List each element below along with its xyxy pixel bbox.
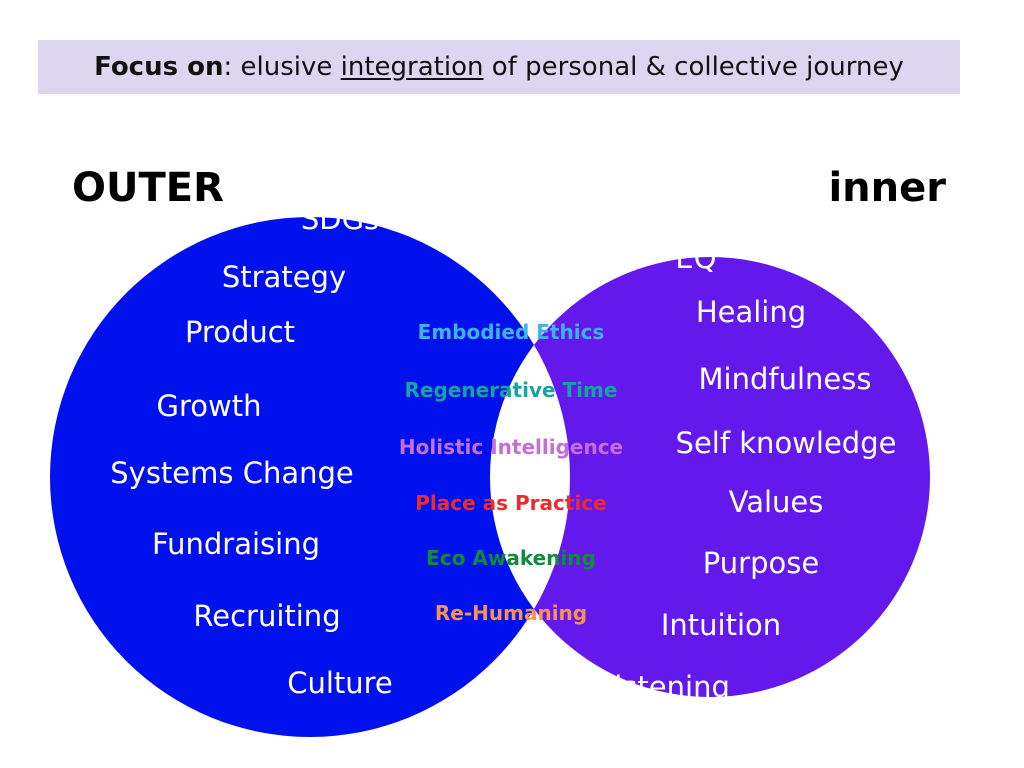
inner-item: Values	[729, 485, 824, 519]
inner-item: Intuition	[661, 608, 781, 642]
focus-banner: Focus on: elusive integration of persona…	[38, 40, 960, 94]
banner-colon: :	[223, 52, 233, 82]
inner-item: Healing	[696, 295, 806, 329]
outer-item: Fundraising	[152, 527, 320, 561]
outer-item: Recruiting	[193, 599, 340, 633]
outer-item: SDGs	[301, 202, 379, 236]
banner-underlined: integration	[340, 52, 484, 82]
center-item: Holistic Intelligence	[399, 435, 623, 459]
inner-label: inner	[828, 165, 946, 211]
inner-item: Self knowledge	[676, 426, 897, 460]
inner-item: Listening	[598, 670, 730, 704]
inner-circle	[490, 257, 930, 697]
banner-lead: Focus on	[94, 52, 224, 82]
banner-pre: elusive	[232, 52, 341, 82]
outer-item: Growth	[157, 389, 262, 423]
center-item: Embodied Ethics	[418, 320, 605, 344]
banner-post: of personal & collective journey	[483, 52, 904, 82]
outer-item: Systems Change	[110, 456, 354, 490]
outer-item: Culture	[287, 666, 393, 700]
center-item: Regenerative Time	[405, 378, 618, 402]
outer-item: Product	[185, 315, 295, 349]
outer-label: OUTER	[72, 165, 224, 211]
inner-item: Purpose	[703, 546, 819, 580]
inner-item: EQ	[675, 241, 716, 275]
center-item: Place as Practice	[415, 491, 606, 515]
outer-item: Strategy	[222, 260, 346, 294]
center-item: Re-Humaning	[435, 601, 587, 625]
inner-item: Mindfulness	[699, 362, 872, 396]
inner-item: IDGs	[602, 203, 670, 237]
outer-circle	[50, 217, 570, 737]
center-item: Eco Awakening	[426, 546, 596, 570]
